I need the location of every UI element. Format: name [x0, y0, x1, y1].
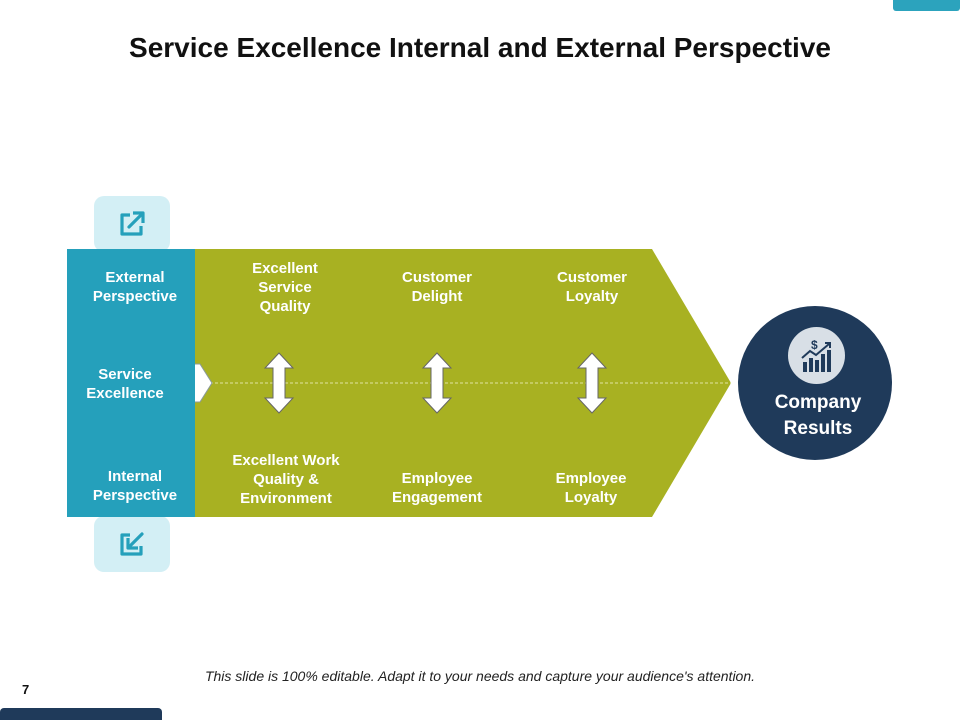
growth-chart-dollar-icon: $ — [800, 338, 831, 372]
top-accent-bar — [893, 0, 960, 11]
company-results-label: Company Results — [774, 392, 862, 439]
arrow-inbox-icon — [120, 532, 144, 556]
external-icon-box — [94, 196, 170, 252]
double-arrow-icon — [263, 352, 295, 414]
results-icon-badge: $ — [788, 327, 845, 384]
svg-text:$: $ — [811, 338, 818, 352]
bottom-accent-bar — [0, 708, 162, 720]
external-perspective-label: External Perspective — [92, 269, 178, 305]
external-link-icon — [120, 211, 145, 236]
top-label-1: Excellent Service Quality — [252, 260, 318, 315]
footer-note: This slide is 100% editable. Adapt it to… — [204, 668, 756, 684]
double-arrow-icon — [576, 352, 608, 414]
teal-side-panel — [67, 249, 195, 517]
top-label-2: Customer Delight — [401, 269, 472, 305]
double-arrow-icon — [421, 352, 453, 414]
slide-title: Service Excellence Internal and External… — [129, 32, 831, 63]
bottom-label-1: Excellent Work Quality & Environment — [232, 452, 340, 507]
top-label-3: Customer Loyalty — [556, 269, 627, 305]
page-number: 7 — [22, 682, 30, 697]
bottom-label-3: Employee Loyalty — [555, 470, 627, 506]
service-excellence-label: Service Excellence — [86, 366, 164, 402]
bottom-label-2: Employee Engagement — [391, 470, 482, 506]
internal-icon-box — [94, 516, 170, 572]
internal-perspective-label: Internal Perspective — [92, 468, 178, 504]
